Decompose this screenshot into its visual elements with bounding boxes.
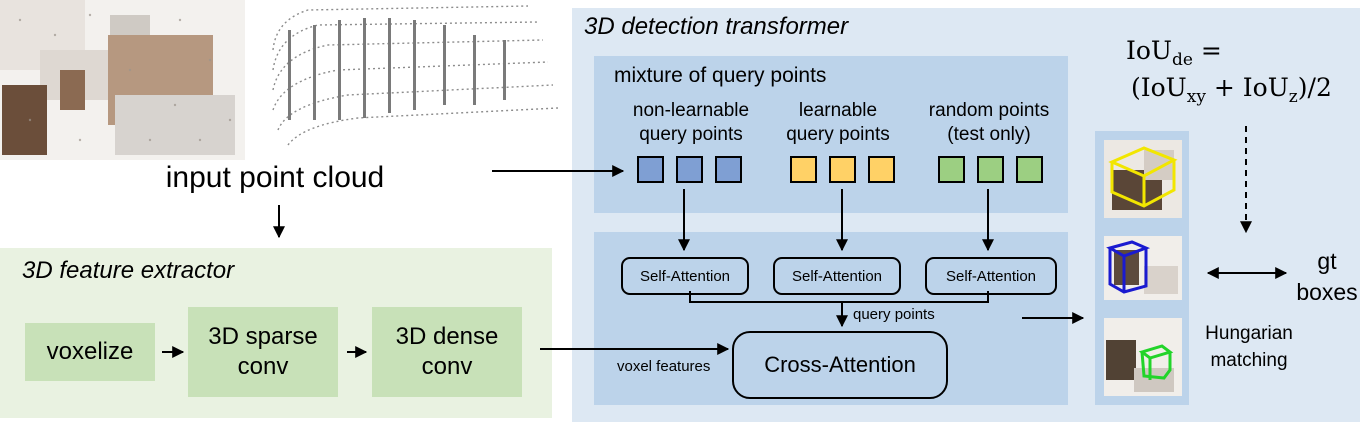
iou-sub-z: z (1288, 87, 1298, 107)
cross-attention-box: Cross-Attention (732, 331, 948, 399)
learnable-query-square (829, 156, 856, 183)
random-query-square (977, 156, 1004, 183)
self-attention-box: Self-Attention (621, 257, 749, 295)
hungarian-matching-label: Hungarian matching (1205, 323, 1293, 371)
iou-plus: + IoU (1213, 73, 1289, 102)
self-attention-box: Self-Attention (773, 257, 901, 295)
learnable-query-square (790, 156, 817, 183)
query-mixture-panel (594, 56, 1068, 213)
detection-thumbnail-green (1104, 318, 1182, 396)
iou-lhs-sub: de (1172, 50, 1193, 70)
iou-rhs-close: )/2 (1297, 73, 1332, 102)
detection-thumbnail-yellow (1104, 140, 1182, 218)
indoor-point-cloud-image (0, 0, 245, 160)
iou-lhs: IoU (1126, 36, 1172, 65)
mixture-title: mixture of query points (614, 64, 827, 87)
input-point-cloud-label: input point cloud (165, 161, 385, 194)
merge-bracket (689, 291, 989, 303)
sparse-conv-box: 3D sparse conv (188, 307, 338, 397)
iou-formula-line1: IoUde = (1126, 36, 1222, 70)
self-attention-box: Self-Attention (925, 257, 1057, 295)
iou-equals: = (1200, 36, 1222, 65)
dense-conv-box: 3D dense conv (372, 307, 522, 397)
non-learnable-query-square (715, 156, 742, 183)
iou-rhs-open: (IoU (1131, 73, 1187, 102)
feature-extractor-title: 3D feature extractor (22, 257, 235, 284)
non-learnable-query-square (676, 156, 703, 183)
voxelize-box: voxelize (25, 323, 155, 381)
detection-thumbnail-blue (1104, 236, 1182, 300)
lidar-point-cloud-image (272, 5, 559, 146)
non-learnable-label: non-learnable query points (632, 100, 750, 145)
learnable-label: learnable query points (786, 100, 890, 145)
gt-boxes-label: gt boxes (1296, 248, 1358, 305)
learnable-query-square (868, 156, 895, 183)
iou-sub-xy: xy (1186, 87, 1206, 107)
random-query-square (938, 156, 965, 183)
non-learnable-query-square (637, 156, 664, 183)
iou-formula-line2: (IoUxy + IoUz)/2 (1131, 73, 1332, 107)
detection-transformer-title: 3D detection transformer (584, 13, 849, 40)
query-points-label: query points (853, 306, 935, 323)
voxel-features-label: voxel features (617, 358, 711, 375)
random-points-label: random points (test only) (928, 100, 1050, 145)
random-query-square (1016, 156, 1043, 183)
